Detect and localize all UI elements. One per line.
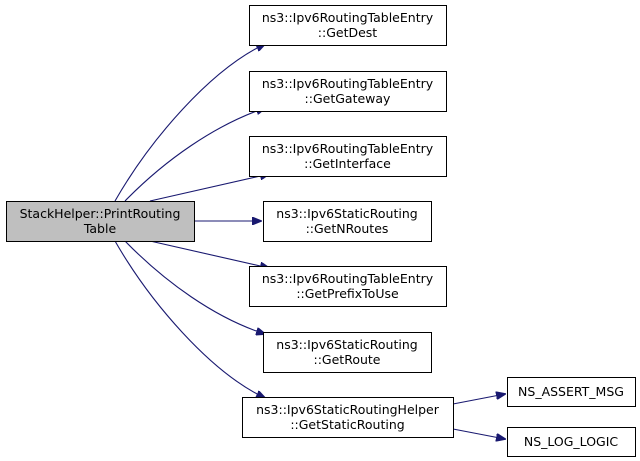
node-label-line: ns3::Ipv6RoutingTableEntry (262, 10, 434, 25)
edge-root-to-getgateway (124, 108, 265, 202)
node-ns-log-logic[interactable]: NS_LOG_LOGIC (507, 427, 636, 457)
node-box (249, 71, 447, 112)
node-label-line: ns3::Ipv6StaticRouting (276, 337, 417, 352)
node-label-line: NS_ASSERT_MSG (518, 384, 624, 399)
edge-root-to-getdest (114, 44, 265, 202)
edge-root-to-getstaticrouting (114, 240, 265, 398)
node-box (507, 377, 636, 407)
node-box (242, 397, 454, 438)
node-label-line: ns3::Ipv6RoutingTableEntry (262, 76, 434, 91)
edge-getstaticrouting-to-ns_assert_msg (452, 394, 505, 405)
node-box (263, 332, 432, 373)
node-box (263, 201, 432, 242)
edge-getstaticrouting-to-ns_log_logic (452, 428, 505, 439)
node-box (507, 427, 636, 457)
node-getnroutes[interactable]: ns3::Ipv6StaticRouting::GetNRoutes (263, 201, 432, 242)
node-label-line: NS_LOG_LOGIC (524, 434, 619, 449)
node-label-line: ::GetStaticRouting (290, 417, 404, 432)
node-getprefixtouse[interactable]: ns3::Ipv6RoutingTableEntry::GetPrefixToU… (249, 266, 447, 307)
node-label-line: ::GetInterface (304, 156, 391, 171)
node-getgateway[interactable]: ns3::Ipv6RoutingTableEntry::GetGateway (249, 71, 447, 112)
node-getinterface[interactable]: ns3::Ipv6RoutingTableEntry::GetInterface (249, 136, 447, 177)
node-box (249, 266, 447, 307)
node-box (6, 201, 195, 242)
node-label-line: ::GetGateway (305, 91, 392, 106)
node-ns-assert-msg[interactable]: NS_ASSERT_MSG (507, 377, 636, 407)
node-label-line: ::GetPrefixToUse (296, 286, 399, 301)
node-box (249, 5, 447, 46)
node-label-line: ns3::Ipv6StaticRoutingHelper (256, 402, 440, 417)
node-label-line: ::GetNRoutes (306, 221, 389, 236)
node-getstaticrouting[interactable]: ns3::Ipv6StaticRoutingHelper::GetStaticR… (242, 397, 454, 438)
node-label-line: ::GetRoute (314, 352, 381, 367)
node-getroute[interactable]: ns3::Ipv6StaticRouting::GetRoute (263, 332, 432, 373)
node-label-line: StackHelper::PrintRouting (20, 206, 181, 221)
node-label-line: ns3::Ipv6StaticRouting (276, 206, 417, 221)
node-label-line: ::GetDest (318, 25, 378, 40)
edge-root-to-getroute (124, 240, 265, 334)
node-label-line: Table (83, 221, 117, 236)
node-box (249, 136, 447, 177)
edge-root-to-getprefixtouse (149, 240, 269, 268)
node-label-line: ns3::Ipv6RoutingTableEntry (262, 141, 434, 156)
edge-root-to-getinterface (149, 174, 269, 202)
node-label-line: ns3::Ipv6RoutingTableEntry (262, 271, 434, 286)
node-getdest[interactable]: ns3::Ipv6RoutingTableEntry::GetDest (249, 5, 447, 46)
